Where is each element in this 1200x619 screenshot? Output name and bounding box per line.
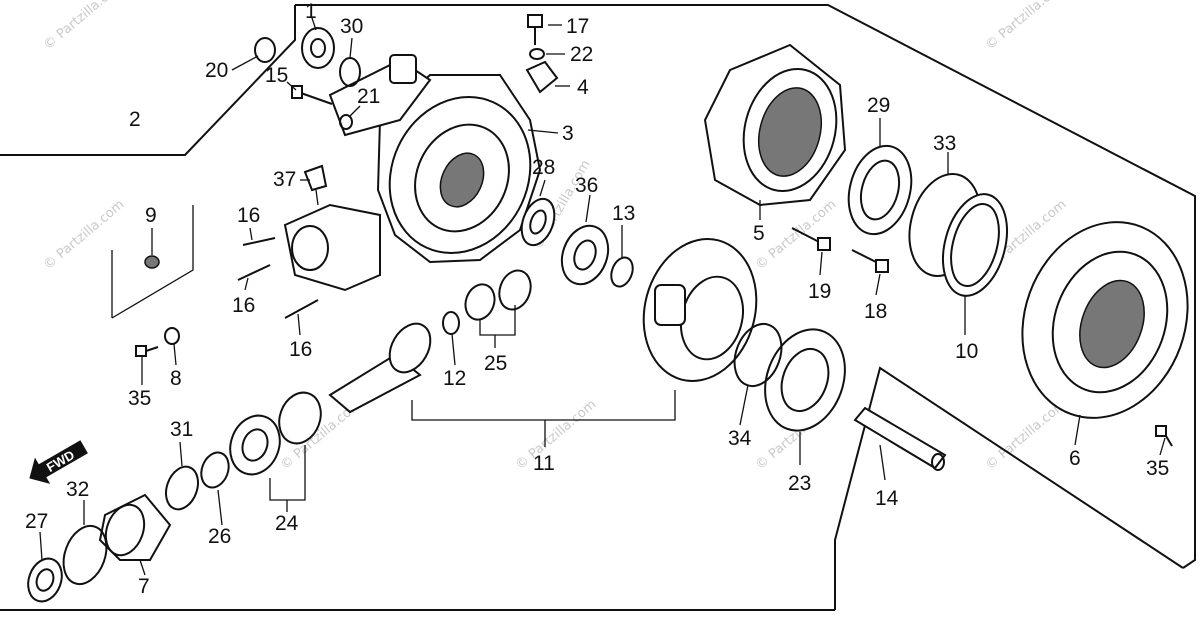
part-label-19: 19 bbox=[808, 280, 831, 303]
shim-10 bbox=[942, 193, 1008, 297]
part-label-18: 18 bbox=[864, 300, 887, 323]
shim-12 bbox=[442, 311, 460, 335]
part-label-21: 21 bbox=[357, 85, 380, 108]
part-label-36: 36 bbox=[575, 174, 598, 197]
pinion-shaft bbox=[328, 322, 432, 414]
part-label-12: 12 bbox=[443, 367, 466, 390]
part-label-16c: 16 bbox=[289, 338, 312, 361]
part-label-6: 6 bbox=[1069, 447, 1081, 470]
part-label-13: 13 bbox=[612, 202, 635, 225]
part-label-30: 30 bbox=[340, 15, 363, 38]
side-cover bbox=[703, 43, 847, 207]
nut-9 bbox=[144, 255, 160, 269]
joint-7 bbox=[98, 493, 172, 561]
gear-case bbox=[1021, 221, 1189, 419]
part-label-3: 3 bbox=[562, 122, 574, 145]
part-label-16a: 16 bbox=[237, 204, 260, 227]
part-label-35b: 35 bbox=[1146, 457, 1169, 480]
bearing-25 bbox=[464, 269, 532, 321]
part-label-33: 33 bbox=[933, 132, 956, 155]
part-label-29: 29 bbox=[867, 94, 890, 117]
part-label-17: 17 bbox=[566, 15, 589, 38]
bolt-35-left bbox=[135, 345, 159, 357]
part-label-27: 27 bbox=[25, 510, 48, 533]
nut-8 bbox=[164, 327, 180, 345]
o-ring-32 bbox=[62, 524, 108, 586]
watermark: © Partzilla.com bbox=[753, 197, 839, 273]
bearing-24 bbox=[229, 391, 322, 476]
bearing-23 bbox=[764, 328, 846, 432]
oil-seal-29 bbox=[847, 144, 913, 236]
part-label-7: 7 bbox=[138, 575, 150, 598]
part-label-1: 1 bbox=[305, 0, 317, 23]
watermark: © Partzilla.com bbox=[983, 0, 1069, 53]
clamp-4 bbox=[525, 60, 559, 94]
washer-21 bbox=[339, 114, 353, 130]
part-label-31: 31 bbox=[170, 418, 193, 441]
part-label-4: 4 bbox=[577, 76, 589, 99]
part-label-15: 15 bbox=[265, 64, 288, 87]
shim-13 bbox=[610, 256, 634, 288]
watermark: © Partzilla.com bbox=[983, 397, 1069, 473]
part-label-14: 14 bbox=[875, 487, 899, 510]
part-label-2: 2 bbox=[129, 108, 141, 131]
part-label-37: 37 bbox=[273, 168, 296, 191]
bearing-36 bbox=[560, 224, 610, 286]
bolt-15 bbox=[291, 85, 333, 105]
o-ring-31 bbox=[165, 465, 199, 511]
part-label-24: 24 bbox=[275, 512, 299, 535]
part-label-22: 22 bbox=[570, 43, 593, 66]
part-labels: 1 2 3 4 5 6 7 8 9 10 11 12 13 14 15 16 1… bbox=[25, 0, 1169, 598]
part-label-16b: 16 bbox=[232, 294, 255, 317]
bolt-18 bbox=[851, 249, 889, 273]
breather-1 bbox=[301, 27, 335, 69]
watermark: © Partzilla.com bbox=[513, 397, 599, 473]
watermarks: © Partzilla.com © Partzilla.com © Partzi… bbox=[41, 0, 1069, 473]
part-label-28: 28 bbox=[532, 156, 555, 179]
part-label-8: 8 bbox=[170, 367, 182, 390]
part-label-26: 26 bbox=[208, 525, 231, 548]
part-label-25: 25 bbox=[484, 352, 507, 375]
part-label-9: 9 bbox=[145, 204, 157, 227]
part-label-34: 34 bbox=[728, 427, 752, 450]
bolt-17 bbox=[527, 14, 543, 45]
seal-27 bbox=[27, 557, 63, 603]
part-label-23: 23 bbox=[788, 472, 811, 495]
cap-20 bbox=[254, 37, 276, 63]
part-label-20: 20 bbox=[205, 59, 228, 82]
watermark: © Partzilla.com bbox=[41, 0, 127, 53]
ring-gear bbox=[642, 238, 758, 382]
part-label-11: 11 bbox=[533, 452, 555, 475]
bearing-28 bbox=[520, 197, 556, 247]
main-case bbox=[283, 54, 542, 292]
o-ring-30 bbox=[339, 57, 361, 87]
leader-lines bbox=[39, 17, 1166, 576]
bolt-35-right bbox=[1155, 425, 1173, 447]
watermark: © Partzilla.com bbox=[41, 197, 127, 273]
part-label-32: 32 bbox=[66, 478, 89, 501]
bolt-19 bbox=[791, 227, 831, 251]
fwd-arrow: FWD bbox=[29, 440, 88, 484]
pin-14 bbox=[853, 406, 947, 471]
fitting-37 bbox=[303, 164, 328, 192]
studs-16 bbox=[237, 237, 319, 319]
part-label-35a: 35 bbox=[128, 387, 151, 410]
nut-26 bbox=[200, 451, 230, 489]
part-label-10: 10 bbox=[955, 340, 978, 363]
washer-22 bbox=[529, 48, 545, 60]
o-ring-34 bbox=[733, 323, 783, 387]
assembly-frame bbox=[0, 4, 1196, 611]
part-label-5: 5 bbox=[753, 222, 765, 245]
